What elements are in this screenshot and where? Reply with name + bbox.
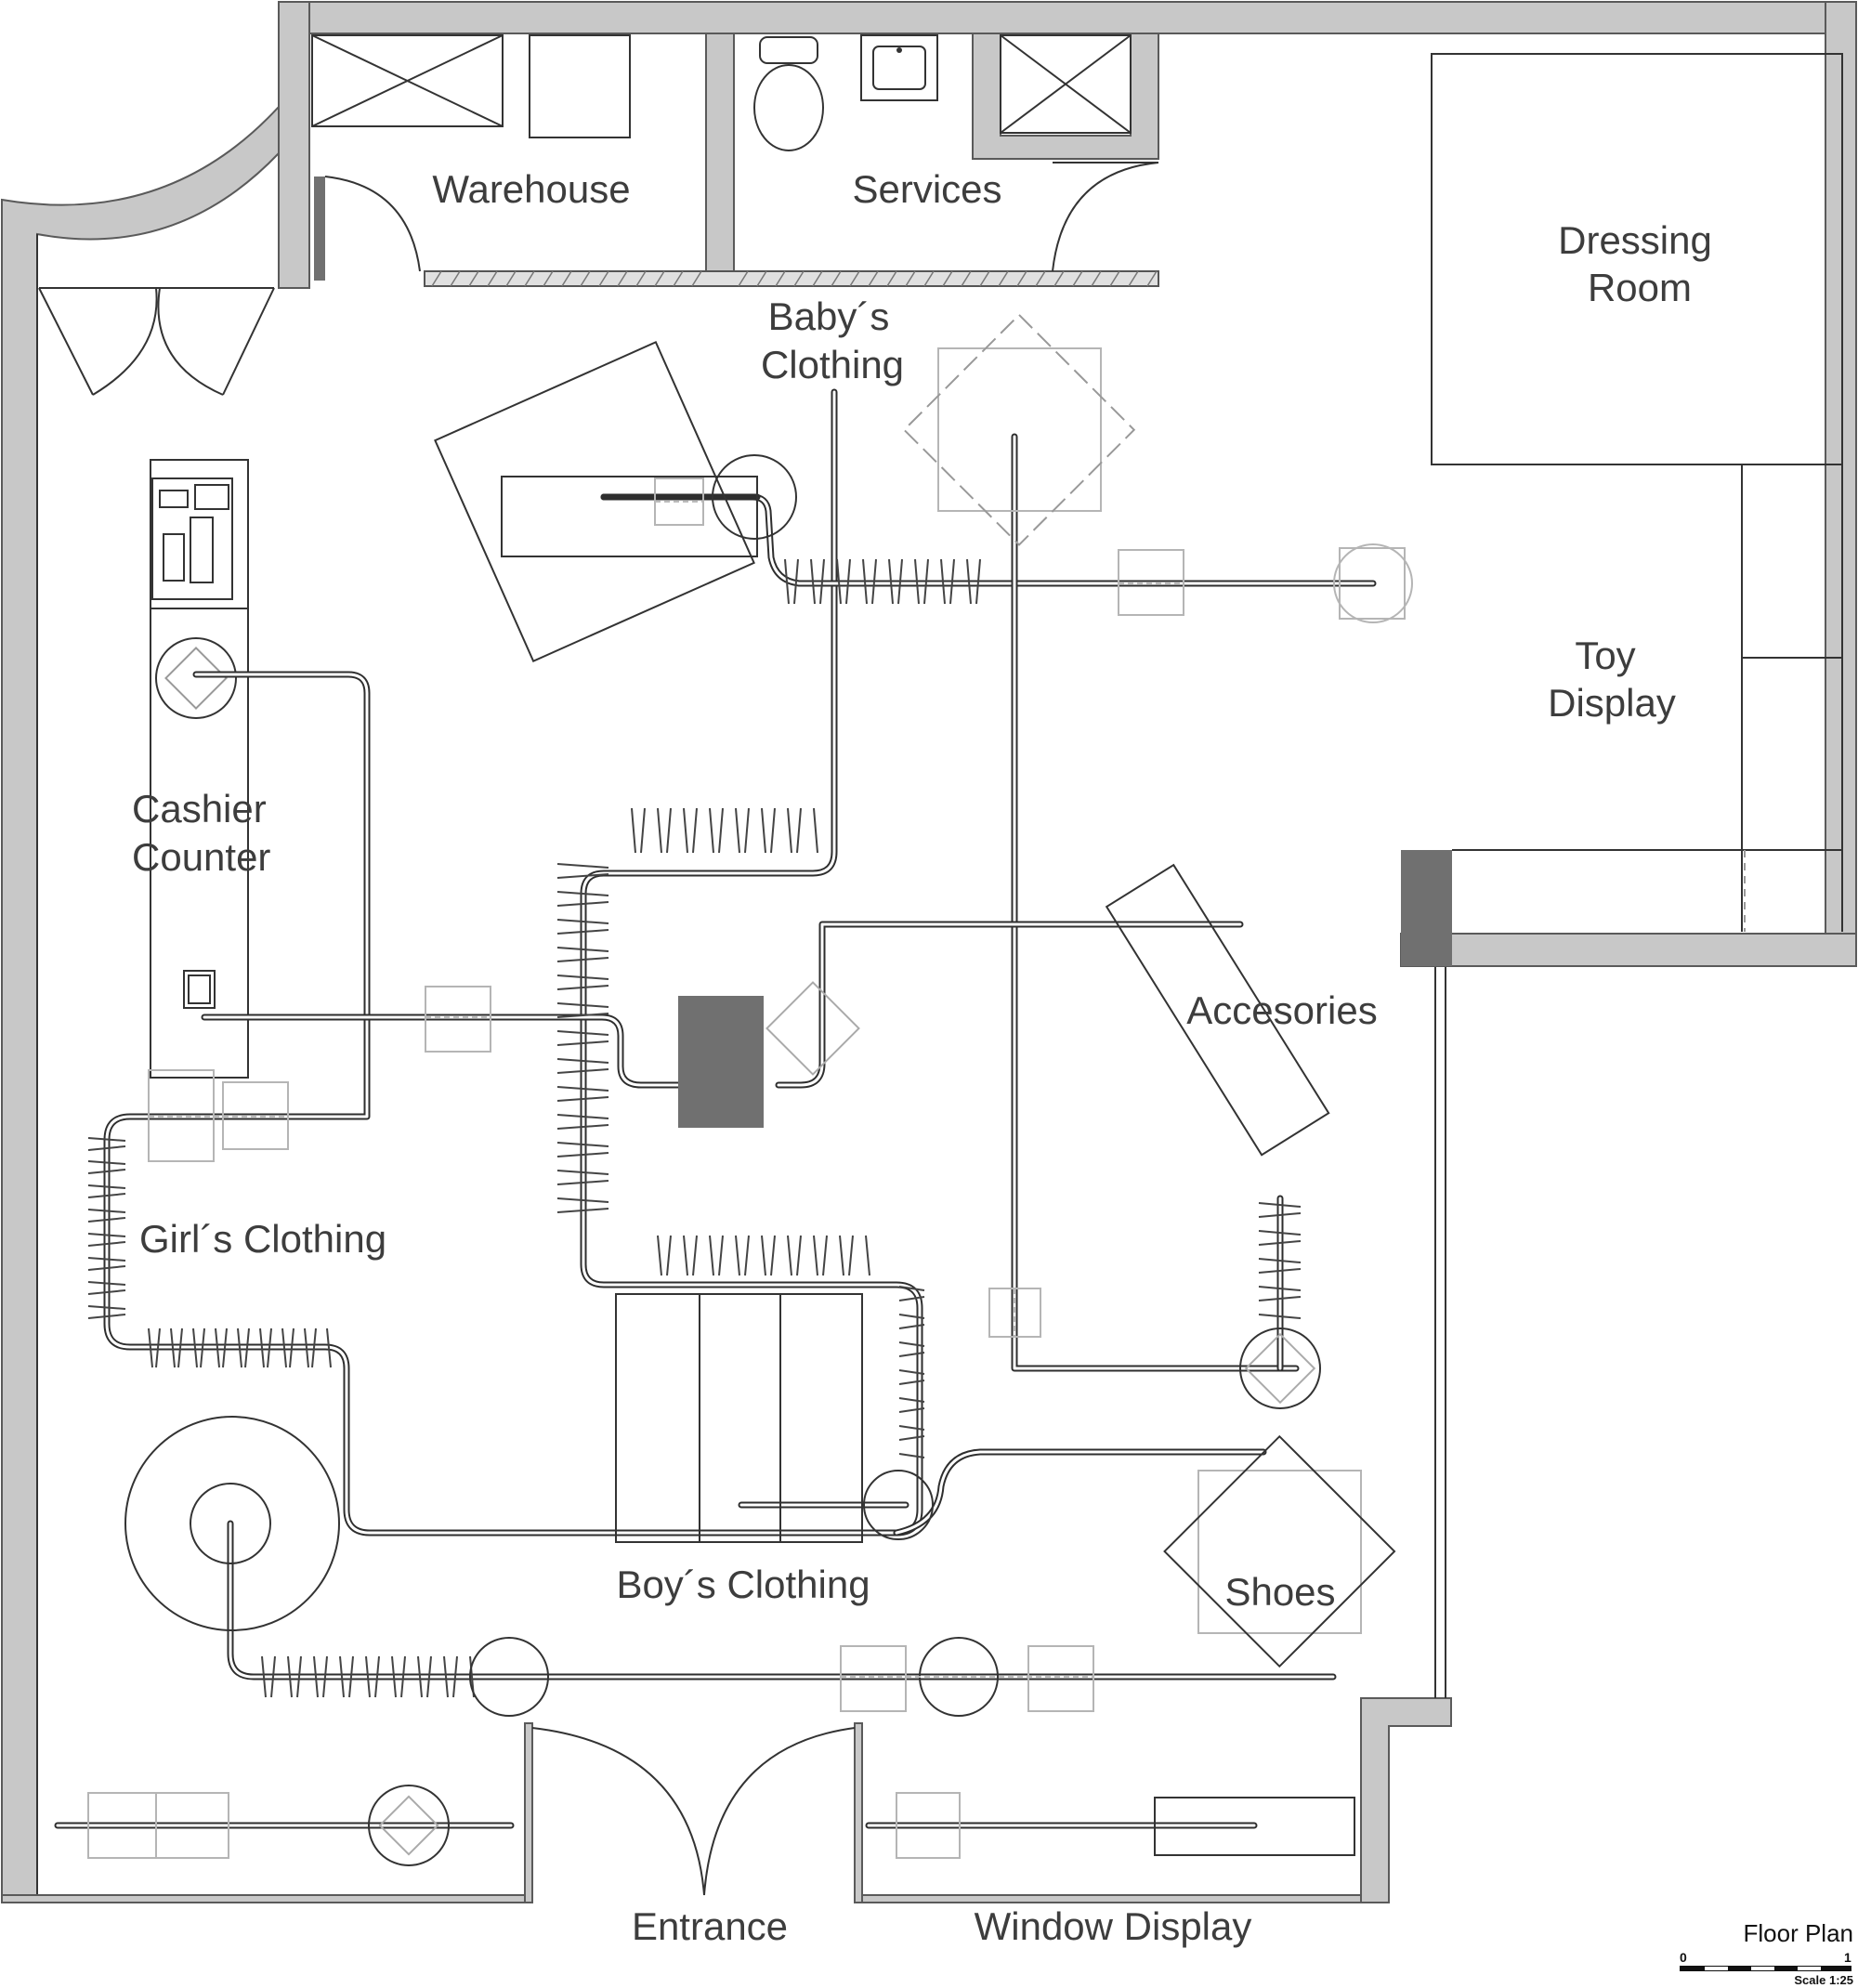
label-window-display: Window Display	[975, 1904, 1252, 1948]
scale-tick-end: 1	[1844, 1950, 1851, 1965]
label-toy-line2: Display	[1548, 681, 1676, 725]
dressing-room	[1431, 53, 1843, 465]
scale-legend: Floor Plan 0 1 Scale 1:25	[1680, 1919, 1853, 1987]
label-cashier-line2: Counter	[132, 835, 270, 879]
label-warehouse: Warehouse	[432, 167, 630, 211]
label-dressing-line1: Dressing	[1558, 218, 1712, 262]
hatching	[431, 270, 1158, 287]
label-cashier-line1: Cashier	[132, 787, 267, 831]
label-entrance: Entrance	[632, 1904, 788, 1948]
label-boys-clothing: Boy´s Clothing	[616, 1563, 870, 1606]
label-services: Services	[852, 167, 1001, 211]
furniture	[87, 313, 1413, 1896]
label-baby-line2: Clothing	[761, 343, 904, 386]
label-baby-line1: Baby´s	[768, 294, 890, 338]
walls	[0, 1, 1857, 1903]
scale-text: Scale 1:25	[1794, 1973, 1853, 1987]
label-dressing-line2: Room	[1588, 266, 1692, 309]
warehouse-room	[311, 34, 631, 272]
cashier-counter	[150, 459, 249, 1079]
label-toy-line1: Toy	[1575, 634, 1635, 677]
label-accesories: Accesories	[1186, 988, 1377, 1032]
room-labels: Warehouse Services Baby´s Clothing Dress…	[132, 167, 1712, 1948]
hangers	[87, 558, 1302, 1698]
services-room	[753, 34, 1159, 272]
label-shoes: Shoes	[1224, 1570, 1335, 1614]
toy-display-area	[1452, 464, 1843, 932]
label-girls-clothing: Girl´s Clothing	[139, 1217, 386, 1261]
scale-tick-start: 0	[1680, 1950, 1687, 1965]
side-double-door	[38, 287, 275, 396]
clothing-rails	[54, 388, 1377, 1829]
scale-title: Floor Plan	[1744, 1919, 1854, 1947]
